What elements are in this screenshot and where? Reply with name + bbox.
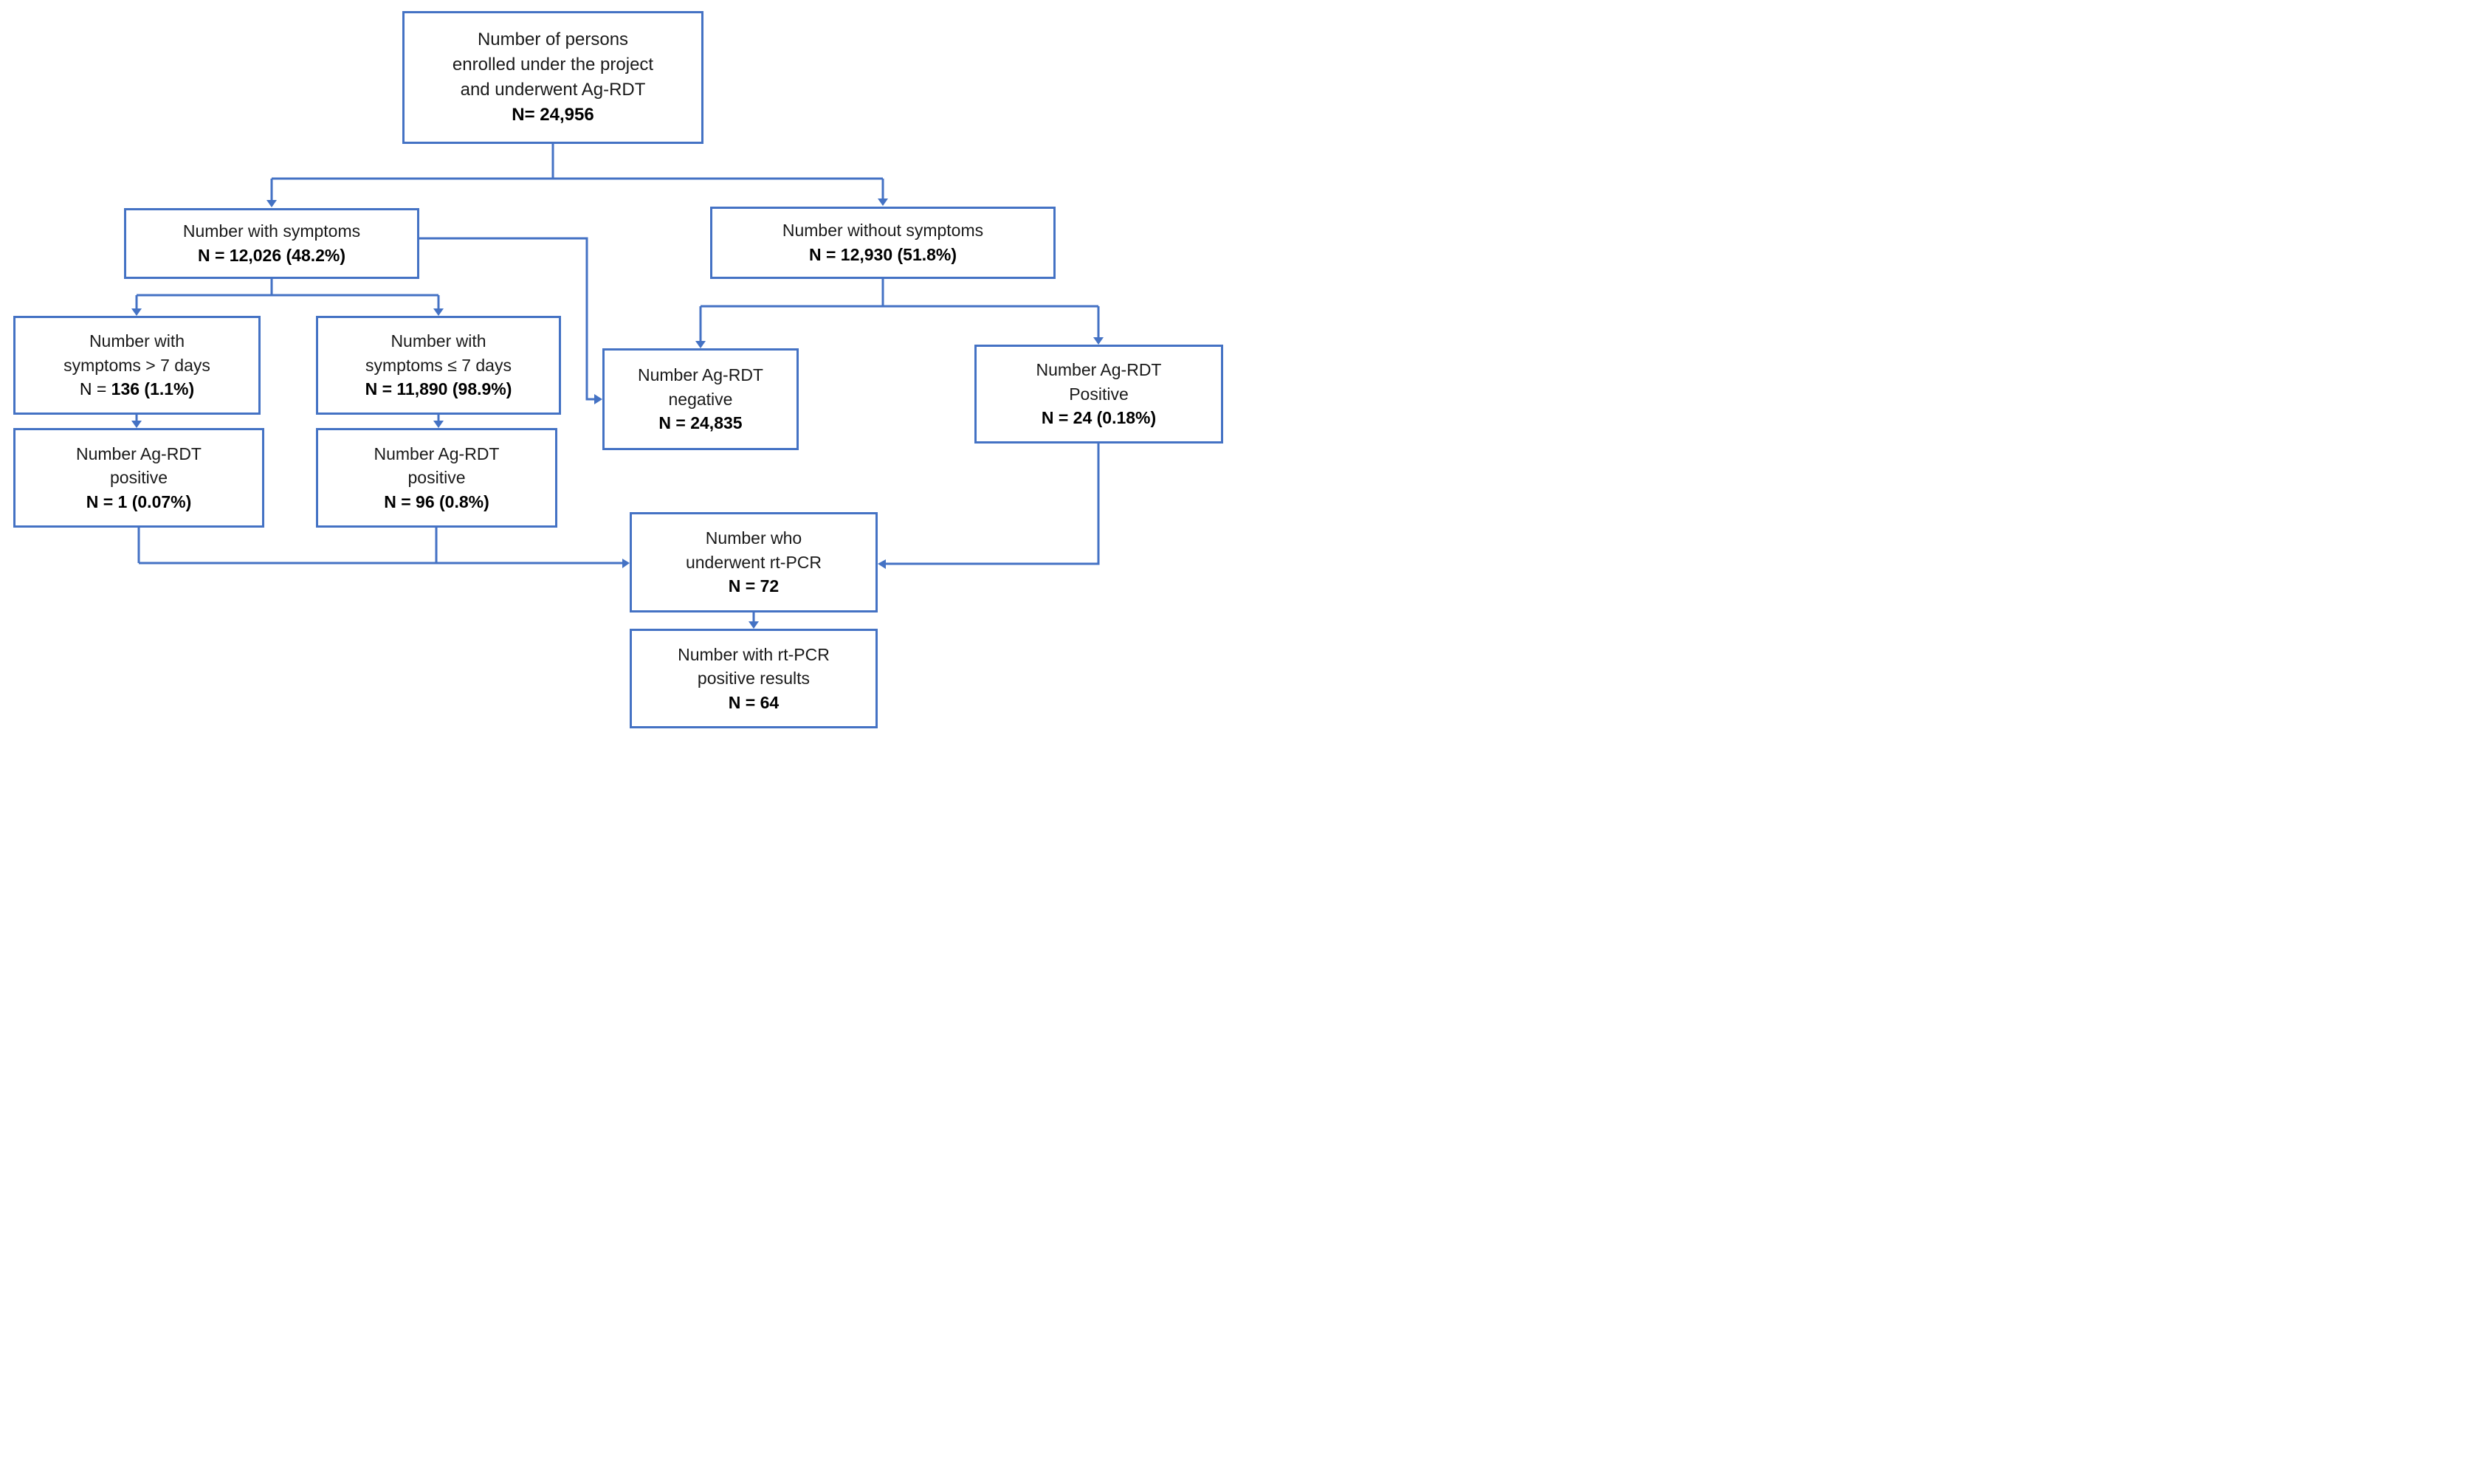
arrowhead-into-gt7 — [131, 308, 142, 316]
node-enrolled: Number of persons enrolled under the pro… — [402, 11, 703, 144]
arrowhead-into-with-symptoms — [266, 200, 277, 207]
arrowhead-into-gt7-positive — [131, 421, 142, 428]
arrowhead-into-le7-positive — [433, 421, 444, 428]
node-symptoms-gt7: Number with symptoms > 7 days N = 136 (1… — [13, 316, 261, 415]
connector-positive24-to-rtpcr — [886, 444, 1100, 565]
node-symptoms-le7: Number with symptoms ≤ 7 days N = 11,890… — [316, 316, 561, 415]
node-underwent-rtpcr-n: N = 72 — [728, 576, 780, 596]
node-symptoms-gt7-label: Number with symptoms > 7 days — [63, 331, 210, 375]
node-agrdt-positive-gt7-label: Number Ag-RDT positive — [76, 444, 202, 488]
node-rtpcr-positive-n: N = 64 — [728, 692, 780, 712]
node-underwent-rtpcr: Number who underwent rt-PCR N = 72 — [630, 512, 878, 612]
arrowhead-into-rtpcr-left — [622, 559, 630, 568]
arrowhead-into-negative-top — [695, 341, 706, 348]
connector-symptoms-to-negative — [419, 237, 594, 401]
node-agrdt-positive-asymptomatic-label: Number Ag-RDT Positive — [1036, 360, 1162, 404]
node-symptoms-le7-label: Number with symptoms ≤ 7 days — [365, 331, 512, 375]
arrowhead-into-le7 — [433, 308, 444, 316]
node-agrdt-negative: Number Ag-RDT negative N = 24,835 — [602, 348, 799, 450]
node-without-symptoms: Number without symptoms N = 12,930 (51.8… — [710, 207, 1056, 279]
arrowhead-into-rtpcr-right — [878, 559, 886, 569]
connector-positives-to-rtpcr — [137, 528, 622, 565]
arrowhead-into-without-symptoms — [878, 199, 888, 206]
connector-symptoms-split — [135, 279, 440, 308]
node-agrdt-positive-le7: Number Ag-RDT positive N = 96 (0.8%) — [316, 428, 557, 528]
node-agrdt-positive-gt7: Number Ag-RDT positive N = 1 (0.07%) — [13, 428, 264, 528]
arrowhead-into-final — [749, 621, 759, 629]
node-symptoms-gt7-n: N = 136 (1.1%) — [79, 379, 195, 399]
connectors — [131, 144, 1104, 629]
connector-enrolled-split — [270, 144, 884, 200]
node-rtpcr-positive-label: Number with rt-PCR positive results — [678, 644, 830, 688]
node-with-symptoms-label: Number with symptoms — [182, 221, 361, 241]
node-without-symptoms-label: Number without symptoms — [782, 221, 984, 241]
node-agrdt-negative-n: N = 24,835 — [658, 413, 743, 433]
arrowhead-into-negative-left — [594, 394, 602, 404]
arrowhead-into-positive24-top — [1093, 337, 1104, 345]
flowchart-canvas: Number of persons enrolled under the pro… — [0, 0, 1234, 742]
node-enrolled-n: N= 24,956 — [512, 105, 594, 125]
connector-asymptomatic-split — [699, 279, 1100, 341]
node-agrdt-positive-asymptomatic: Number Ag-RDT Positive N = 24 (0.18%) — [974, 345, 1223, 444]
node-without-symptoms-n: N = 12,930 (51.8%) — [808, 245, 957, 264]
node-agrdt-positive-asymptomatic-n: N = 24 (0.18%) — [1041, 408, 1157, 428]
node-underwent-rtpcr-label: Number who underwent rt-PCR — [685, 528, 822, 572]
node-agrdt-positive-gt7-n: N = 1 (0.07%) — [86, 491, 192, 511]
node-agrdt-positive-le7-n: N = 96 (0.8%) — [384, 491, 489, 511]
node-rtpcr-positive: Number with rt-PCR positive results N = … — [630, 629, 878, 728]
node-with-symptoms-n: N = 12,026 (48.2%) — [197, 246, 346, 265]
node-agrdt-positive-le7-label: Number Ag-RDT positive — [374, 444, 500, 488]
node-enrolled-label: Number of persons enrolled under the pro… — [452, 29, 654, 100]
node-with-symptoms: Number with symptoms N = 12,026 (48.2%) — [124, 208, 419, 279]
node-symptoms-le7-n: N = 11,890 (98.9%) — [365, 379, 512, 399]
node-agrdt-negative-label: Number Ag-RDT negative — [638, 365, 763, 409]
